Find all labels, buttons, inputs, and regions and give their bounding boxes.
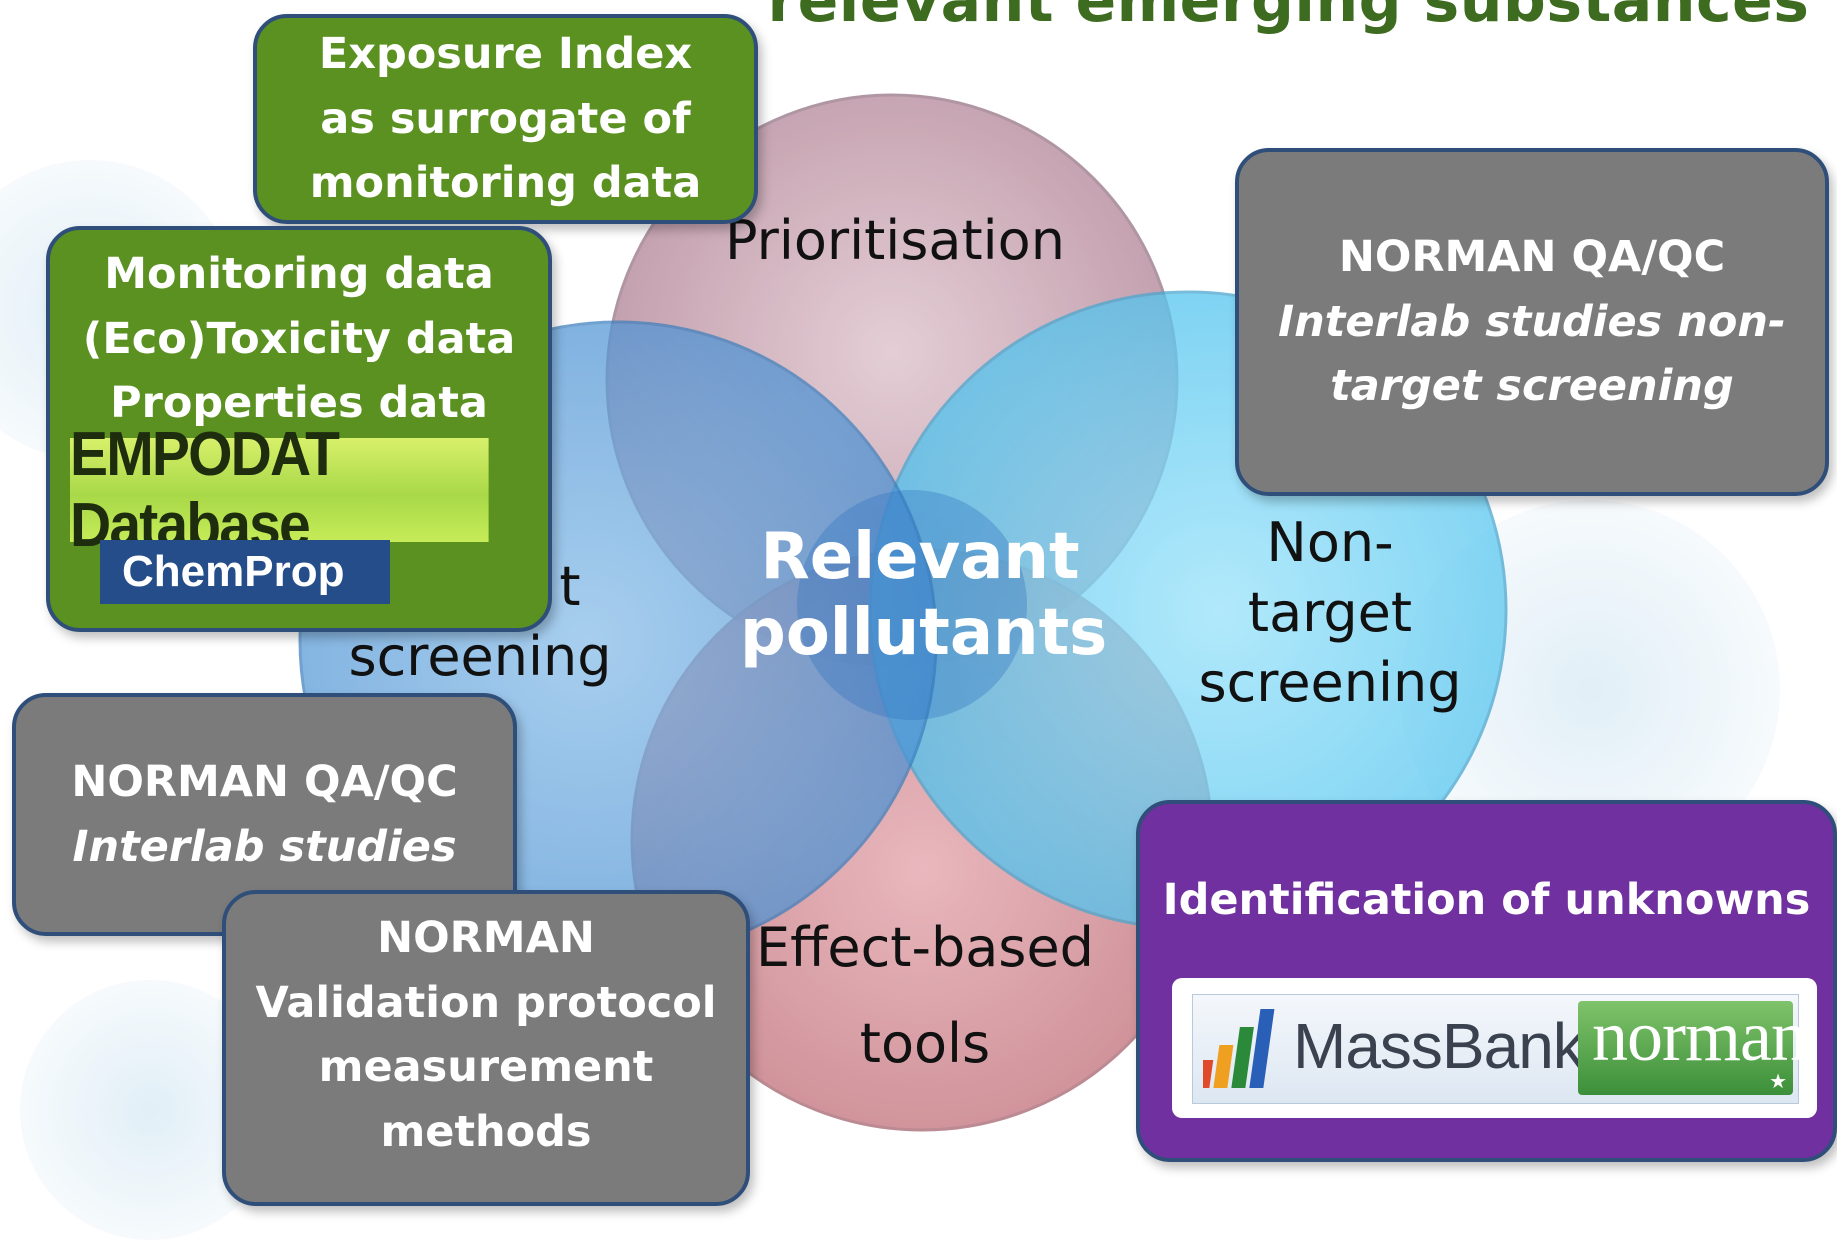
center-label-line1: Relevant [760, 520, 1080, 594]
center-label-line2: pollutants [740, 595, 1108, 670]
venn-label-non-target-line2: target [1247, 581, 1413, 645]
venn-label-non-target-line1: Non- [1266, 511, 1394, 574]
exposure-line1: Exposure Index [318, 29, 693, 80]
massbank-bar-chart-icon [1203, 1009, 1275, 1088]
exposure-index-box: Exposure Index as surrogate of monitorin… [253, 14, 758, 224]
qaqc-nt-line1: NORMAN QA/QC [1338, 232, 1726, 283]
exposure-line3: monitoring data [309, 158, 702, 209]
venn-center-label: Relevant pollutants [740, 520, 1108, 671]
norman-logo[interactable]: norman ★ [1578, 996, 1807, 1095]
empodat-database-logo[interactable]: EMPODAT Database [70, 420, 489, 560]
norman-logo-text: norman [1592, 996, 1807, 1076]
venn-label-target-line2: screening [348, 625, 612, 689]
venn-label-prioritisation: Prioritisation [725, 209, 1065, 272]
monitoring-line1: Monitoring data [104, 249, 494, 299]
monitoring-line3: Properties data [110, 378, 488, 428]
qaqc-line2: Interlab studies [72, 821, 457, 872]
venn-label-effect-line2: tools [859, 1012, 991, 1076]
qaqc-non-target-box: NORMAN QA/QC Interlab studies non- targe… [1235, 148, 1829, 496]
venn-label-target-line1: t [559, 555, 581, 618]
star-icon: ★ [1769, 1069, 1787, 1093]
monitoring-line2: (Eco)Toxicity data [82, 313, 516, 364]
logo-strip-inner: MassBank norman ★ [1192, 994, 1807, 1104]
chemprop-logo[interactable]: ChemProp [100, 540, 390, 604]
venn-label-effect-based-tools: Effect-based tools [740, 900, 1110, 1092]
venn-label-target-screening: t screening [335, 552, 625, 692]
qaqc-nt-line3: target screening [1330, 361, 1734, 412]
venn-label-effect-line1: Effect-based [756, 916, 1094, 979]
unknowns-title: Identification of unknowns [1162, 875, 1811, 925]
venn-center-highlight [797, 490, 1027, 720]
validation-line2: Validation protocol [255, 977, 717, 1028]
qaqc-nt-line2: Interlab studies non- [1278, 296, 1786, 347]
venn-label-non-target-line3: screening [1198, 651, 1462, 715]
exposure-line2: as surrogate of [320, 93, 691, 144]
venn-label-non-target-screening: Non- target screening [1185, 508, 1475, 719]
logo-strip: MassBank norman ★ [1172, 978, 1817, 1118]
qaqc-line1: NORMAN QA/QC [71, 757, 458, 807]
validation-line4: methods [380, 1106, 592, 1157]
validation-line1: NORMAN [377, 913, 595, 963]
validation-line3: measurement [318, 1042, 654, 1092]
validation-protocol-box: NORMAN Validation protocol measurement m… [222, 890, 750, 1206]
massbank-logo[interactable]: MassBank [1293, 1010, 1585, 1082]
slide-title: relevant emerging substances [767, 0, 1810, 36]
